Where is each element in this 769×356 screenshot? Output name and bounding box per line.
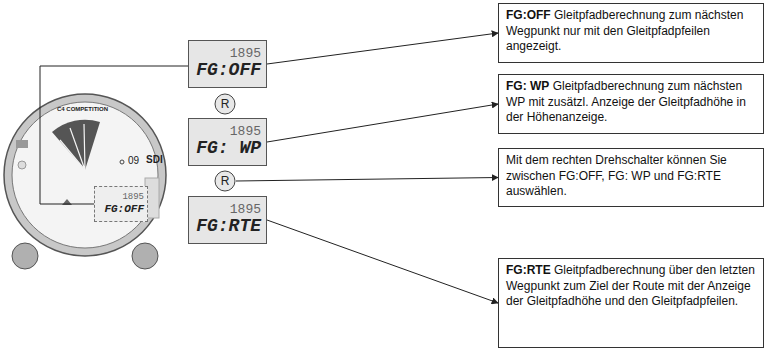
altitude-readout: 1895 bbox=[230, 125, 261, 139]
mode-heading: FG:RTE bbox=[506, 263, 551, 277]
mode-heading: FG:OFF bbox=[506, 8, 551, 22]
vario-fan-segments bbox=[60, 124, 85, 170]
device-display: 1895FG:OFF bbox=[94, 186, 148, 222]
lcd-display: 1895FG:RTE bbox=[188, 196, 267, 244]
altitude-readout: 1895 bbox=[122, 193, 144, 203]
mode-readout: FG: WP bbox=[196, 139, 261, 159]
description-box: Mit dem rechten Drehschalter können Sie … bbox=[498, 148, 764, 207]
connector-arrow bbox=[40, 66, 188, 204]
description-text: Mit dem rechten Drehschalter können Sie … bbox=[506, 153, 727, 198]
device-readout: 09 bbox=[128, 155, 139, 166]
device-model: C4 COMPETITION bbox=[57, 106, 108, 112]
right-knob bbox=[132, 243, 158, 269]
connector-arrow bbox=[267, 33, 498, 64]
left-knob bbox=[12, 243, 38, 269]
altitude-readout: 1895 bbox=[230, 203, 261, 217]
connector-arrow bbox=[267, 220, 498, 303]
callout-letter: R bbox=[221, 174, 230, 188]
altitude-readout: 1895 bbox=[230, 47, 261, 61]
lcd-display: 1895FG: WP bbox=[188, 118, 267, 166]
connector-arrow bbox=[236, 178, 498, 182]
mode-readout: FG:OFF bbox=[104, 203, 144, 215]
device-housing bbox=[4, 94, 166, 256]
description-box: FG: WP Gleitpfadberechnung zum nächsten … bbox=[498, 74, 764, 134]
device-marking: SDI bbox=[146, 154, 163, 165]
description-box: FG:RTE Gleitpfadberechnung über den letz… bbox=[498, 258, 764, 348]
button-callout: R bbox=[214, 93, 236, 115]
lcd-display: 1895FG:OFF bbox=[188, 40, 267, 88]
mode-heading: FG: WP bbox=[506, 79, 549, 93]
device-icon bbox=[120, 160, 124, 164]
device-icon bbox=[18, 161, 26, 169]
mode-readout: FG:OFF bbox=[196, 61, 261, 81]
button-callout: R bbox=[214, 170, 236, 192]
vario-fan bbox=[52, 120, 100, 170]
callout-letter: R bbox=[221, 97, 230, 111]
mode-readout: FG:RTE bbox=[196, 217, 261, 237]
description-box: FG:OFF Gleitpfadberechnung zum nächsten … bbox=[498, 3, 764, 63]
connector-arrow bbox=[267, 104, 498, 142]
device-face bbox=[12, 102, 158, 248]
device-icon bbox=[16, 140, 28, 148]
